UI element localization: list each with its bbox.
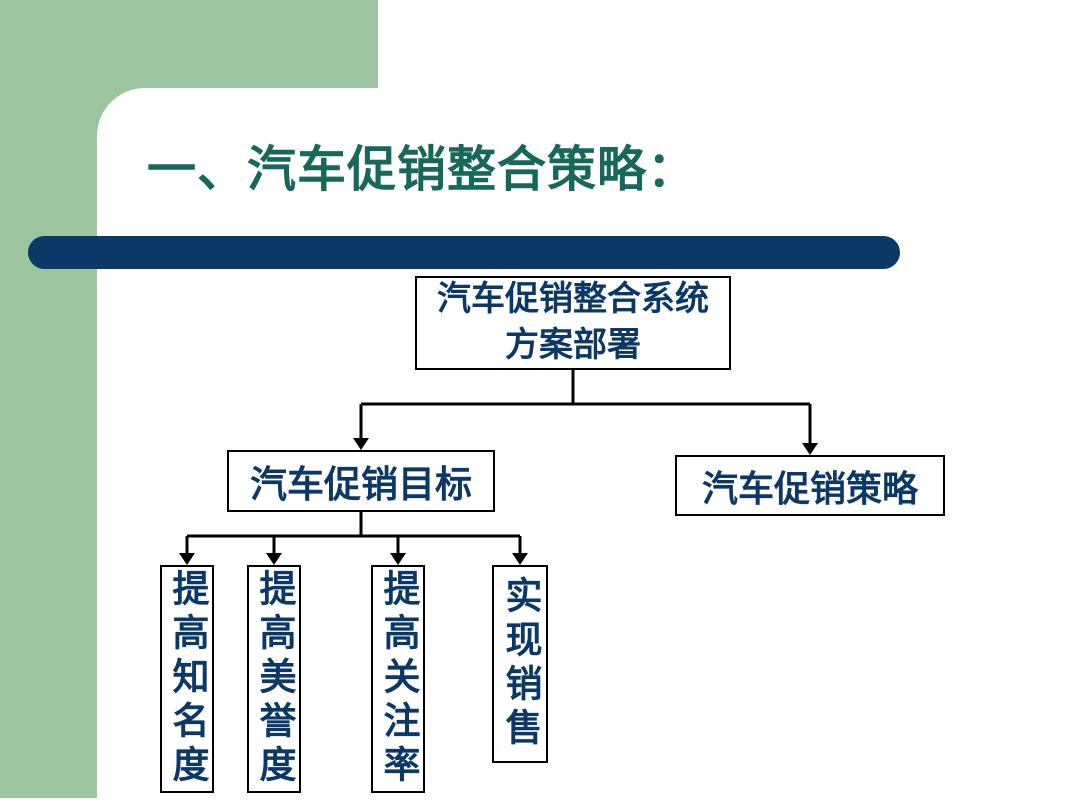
left-green-sidebar: [0, 0, 97, 798]
root-node-line1: 汽车促销整合系统: [437, 280, 709, 319]
slide-title: 一、汽车促销整合策略：: [147, 143, 698, 197]
node-achieve-sales: 实现销售: [492, 565, 548, 763]
node-root-system-plan: 汽车促销整合系统 方案部署: [415, 276, 731, 370]
divider-bar: [28, 236, 900, 269]
node-promotion-goal: 汽车促销目标: [227, 450, 495, 512]
root-node-line2: 方案部署: [505, 326, 641, 364]
node-raise-attention: 提高关注率: [371, 565, 425, 793]
node-raise-reputation: 提高美誉度: [247, 565, 301, 793]
node-promotion-strategy: 汽车促销策略: [675, 455, 945, 516]
node-raise-awareness: 提高知名度: [160, 565, 214, 793]
